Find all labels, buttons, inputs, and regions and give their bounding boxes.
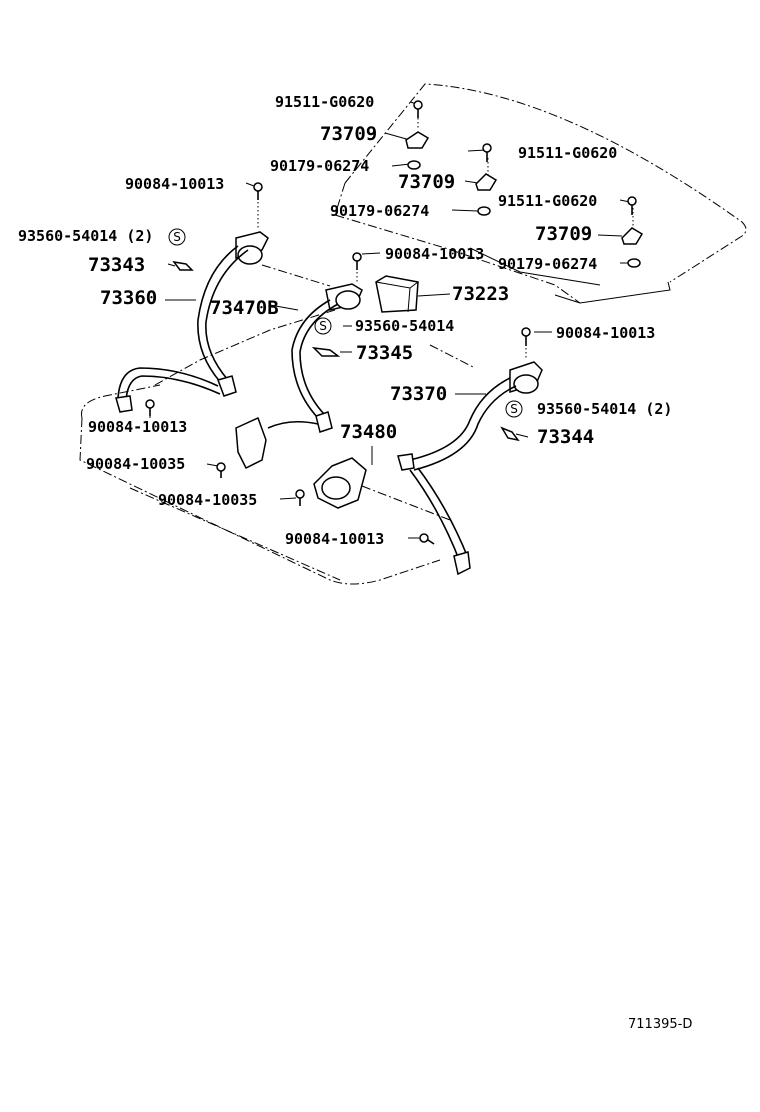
bolt-icon bbox=[145, 399, 155, 416]
part-label: 73343 bbox=[88, 254, 145, 276]
part-label: 73709 bbox=[320, 123, 377, 145]
bolt-icon bbox=[627, 196, 637, 215]
part-label: 90084-10013 bbox=[556, 324, 655, 342]
s-mark-label: S bbox=[173, 230, 181, 244]
part-label: 73709 bbox=[398, 171, 455, 193]
bolt-icon bbox=[521, 327, 531, 346]
bolt-icon bbox=[419, 533, 435, 545]
center-belt bbox=[235, 283, 363, 470]
part-label: 93560-54014 bbox=[355, 317, 454, 335]
s-mark-icon: S bbox=[314, 317, 332, 335]
belt-guide-icon bbox=[621, 227, 644, 245]
bolt-icon bbox=[413, 100, 423, 118]
s-mark-icon: S bbox=[505, 400, 523, 418]
bolt-icon bbox=[295, 489, 305, 506]
part-label: 90179-06274 bbox=[498, 255, 597, 273]
part-label: 90084-10013 bbox=[385, 245, 484, 263]
belt-guide-icon bbox=[405, 131, 430, 149]
diagram-code: 711395-D bbox=[628, 1017, 692, 1032]
part-label: 90084-10013 bbox=[285, 530, 384, 548]
part-label: 73470B bbox=[210, 297, 279, 319]
part-label: 73345 bbox=[356, 342, 413, 364]
nut-icon bbox=[627, 258, 641, 268]
part-label: 73480 bbox=[340, 421, 397, 443]
leader-lines bbox=[129, 101, 634, 581]
part-label: 93560-54014 (2) bbox=[18, 227, 153, 245]
seat-cushion-outline bbox=[79, 309, 476, 585]
part-label: 91511-G0620 bbox=[498, 192, 597, 210]
part-labels: 91511-G0620 73709 91511-G0620 90179-0627… bbox=[18, 93, 672, 548]
outer-belt-right bbox=[397, 361, 543, 576]
nut-icon bbox=[477, 206, 491, 216]
part-label: 91511-G0620 bbox=[275, 93, 374, 111]
part-shapes bbox=[115, 100, 644, 576]
part-label: 73370 bbox=[390, 383, 447, 405]
buckle-assembly bbox=[313, 457, 367, 509]
part-label: 73360 bbox=[100, 287, 157, 309]
part-label: 73344 bbox=[537, 426, 594, 448]
s-mark-label: S bbox=[319, 319, 327, 333]
part-label: 93560-54014 (2) bbox=[537, 400, 672, 418]
outer-belt-left bbox=[115, 231, 269, 413]
cover-icon bbox=[311, 346, 341, 357]
bolt-icon bbox=[352, 252, 362, 270]
part-label: 90179-06274 bbox=[330, 202, 429, 220]
part-label: 91511-G0620 bbox=[518, 144, 617, 162]
belt-guide-icon bbox=[475, 173, 498, 191]
bolt-icon bbox=[216, 462, 226, 478]
package-tray-outline bbox=[334, 83, 747, 304]
part-label: 90084-10013 bbox=[88, 418, 187, 436]
bolt-icon bbox=[253, 182, 263, 200]
cover-icon bbox=[172, 260, 194, 271]
part-label: 90084-10035 bbox=[86, 455, 185, 473]
s-mark-icon: S bbox=[168, 228, 186, 246]
cover-icon bbox=[500, 426, 520, 442]
retractor-cover-box bbox=[375, 275, 419, 313]
part-label: 90084-10035 bbox=[158, 491, 257, 509]
part-label: 90179-06274 bbox=[270, 157, 369, 175]
part-label: 90084-10013 bbox=[125, 175, 224, 193]
s-mark-label: S bbox=[510, 402, 518, 416]
part-label: 73709 bbox=[535, 223, 592, 245]
nut-icon bbox=[407, 160, 421, 170]
bolt-icon bbox=[482, 143, 492, 162]
part-label: 73223 bbox=[452, 283, 509, 305]
